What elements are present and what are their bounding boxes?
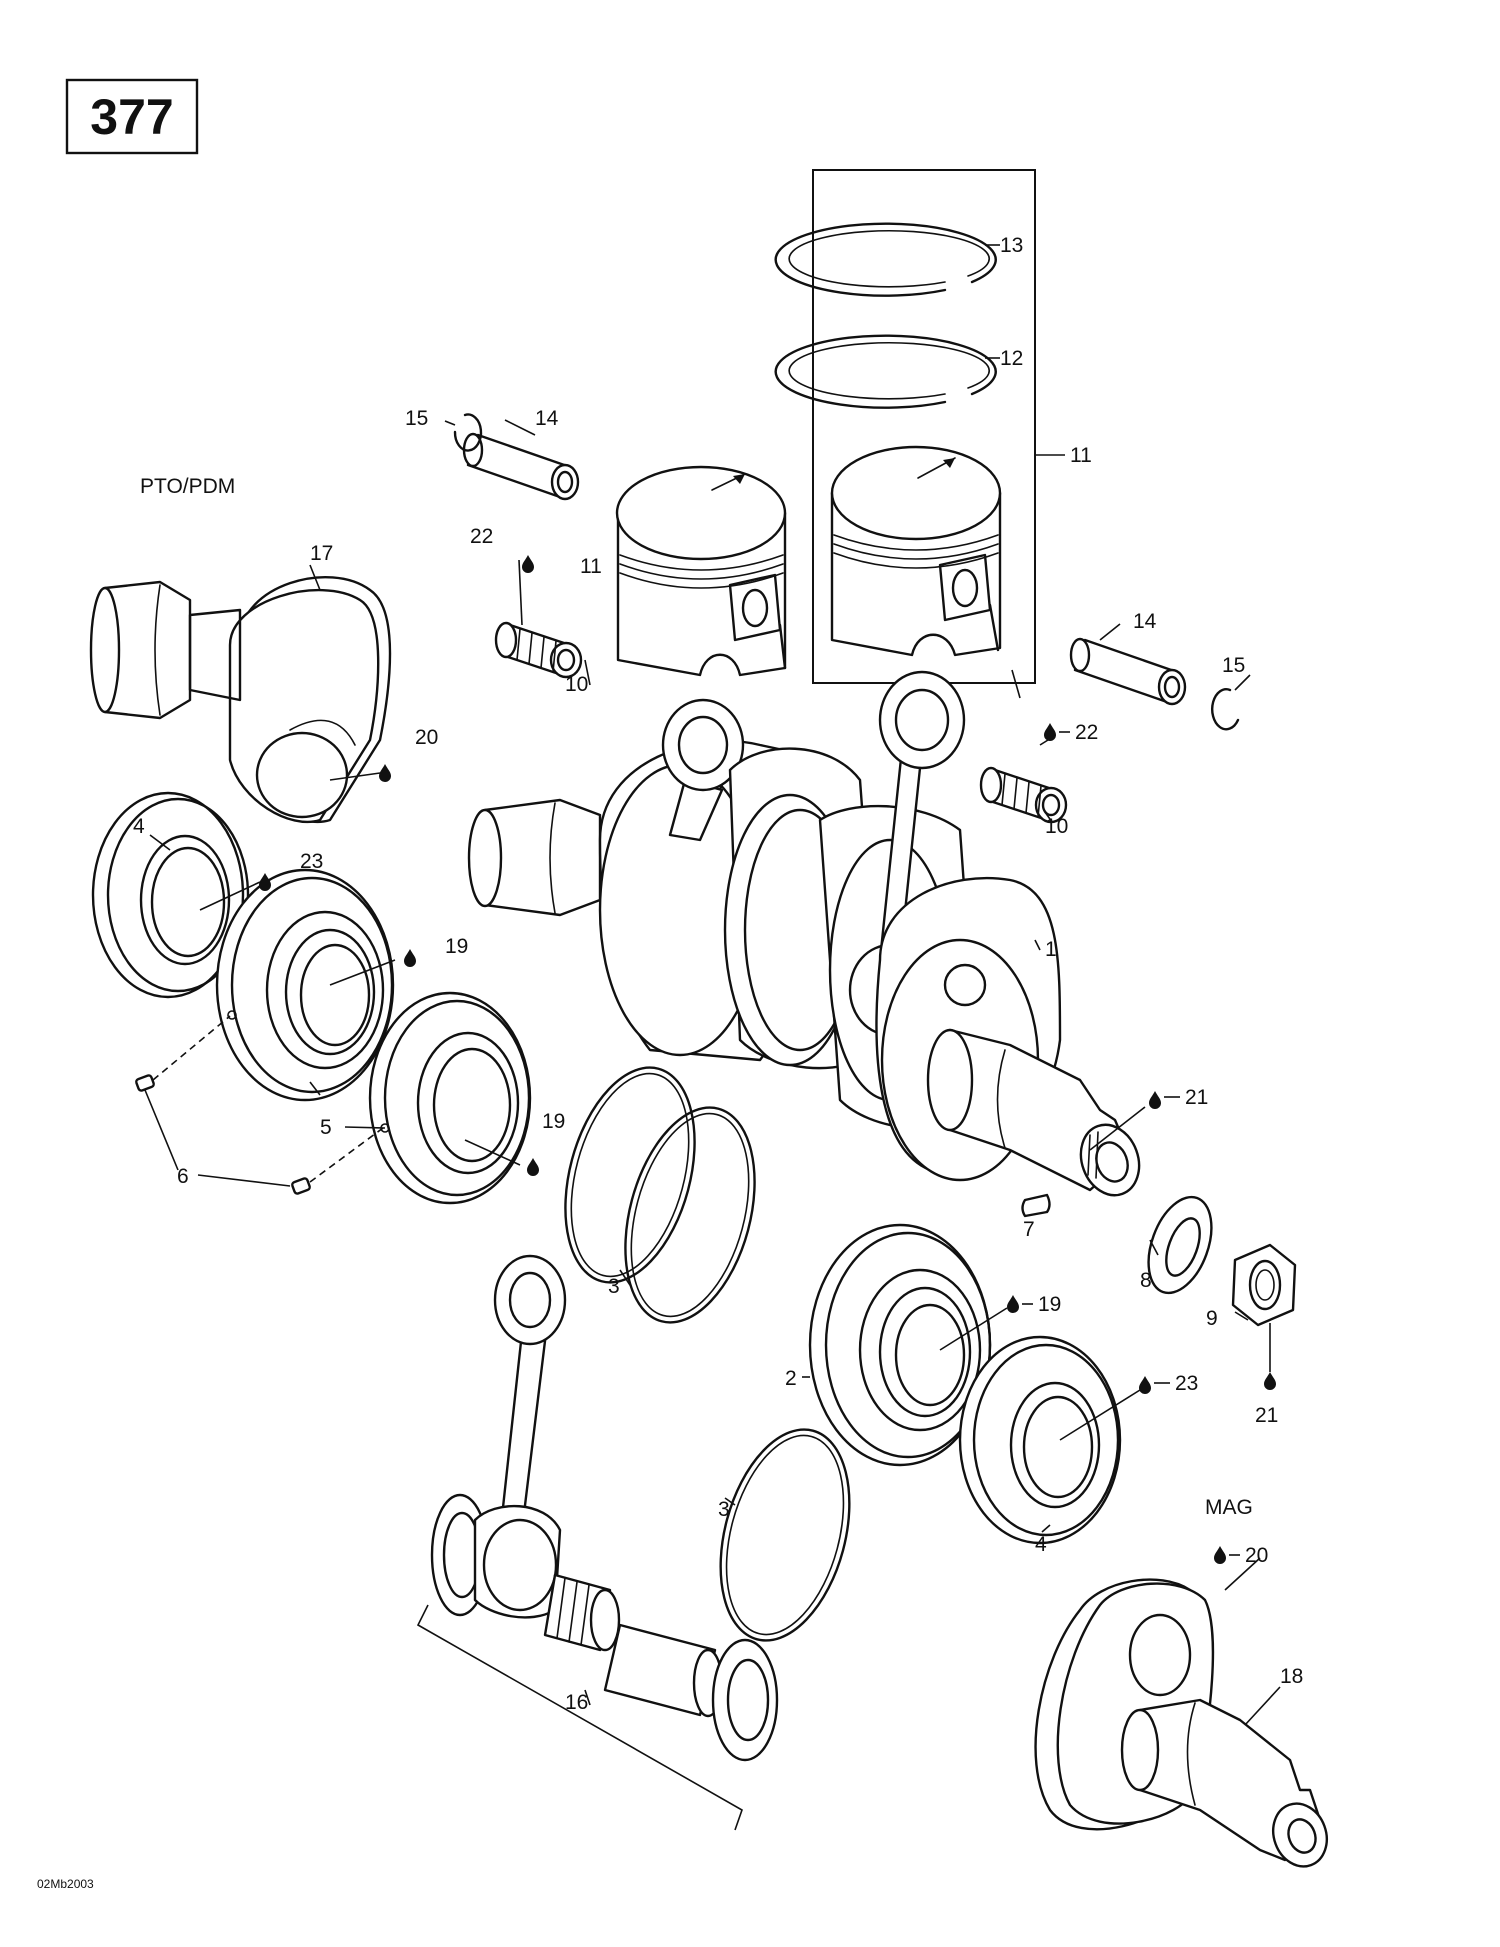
callout-10: 10	[1045, 815, 1068, 838]
callout-18: 18	[1280, 1665, 1303, 1688]
callout-1: 1	[1045, 938, 1057, 961]
piston-pin-right	[1069, 637, 1187, 706]
leader-lines	[144, 419, 1281, 1726]
section-label-mag: MAG	[1205, 1496, 1253, 1519]
callout-4: 4	[133, 815, 145, 838]
callout-19: 19	[1038, 1293, 1061, 1316]
callout-22: 22	[1075, 721, 1098, 744]
callout-14: 14	[1133, 610, 1157, 633]
woodruff-key	[1021, 1193, 1051, 1218]
callout-dashes	[1022, 731, 1240, 1556]
dowel-pin-upper	[135, 1074, 155, 1092]
ball-bearing-center	[368, 991, 532, 1205]
diagram-number-box: 377	[65, 78, 199, 155]
piston-in-kit	[830, 445, 1002, 657]
callout-17: 17	[310, 542, 333, 565]
lock-washer	[1147, 1195, 1213, 1295]
callout-16: 16	[565, 1691, 588, 1714]
section-label-pto: PTO/PDM	[140, 475, 235, 498]
piston-pin-left	[462, 432, 580, 501]
callout-21: 21	[1185, 1086, 1208, 1109]
pto-crank-half	[89, 576, 392, 824]
piston	[615, 465, 787, 677]
callout-9: 9	[1206, 1307, 1218, 1330]
oil-drop-icon	[1044, 723, 1056, 741]
callout-10: 10	[565, 673, 588, 696]
diagram-number: 377	[90, 89, 173, 145]
callout-15: 15	[405, 407, 428, 430]
oil-drop-icon	[1149, 1091, 1161, 1109]
callout-4: 4	[1035, 1533, 1047, 1556]
callout-23: 23	[300, 850, 323, 873]
oil-drop-icon	[404, 949, 416, 967]
dowel-pin-lower	[291, 1177, 311, 1195]
callout-22: 22	[470, 525, 493, 548]
mag-crank-half	[1034, 1578, 1328, 1868]
circlip-right	[1210, 688, 1240, 731]
o-ring-lower	[719, 1428, 851, 1642]
oil-drop-icon	[259, 873, 271, 891]
callout-20: 20	[415, 726, 438, 749]
dowel-pin-guide-upper	[152, 1015, 231, 1081]
oil-drop-icon	[1214, 1546, 1226, 1564]
needle-bearing-right	[979, 766, 1068, 824]
needle-bearing-left	[494, 621, 583, 679]
dowel-pin-guide-lower	[309, 1127, 384, 1183]
callout-19: 19	[445, 935, 468, 958]
crankshaft-nut	[1231, 1243, 1297, 1327]
callout-11: 11	[1070, 444, 1092, 467]
callout-14: 14	[535, 407, 559, 430]
callout-3: 3	[608, 1275, 620, 1298]
o-rings-upper	[564, 1066, 756, 1324]
callout-2: 2	[785, 1367, 797, 1390]
callout-20: 20	[1245, 1544, 1268, 1567]
ball-bearing-left	[215, 868, 395, 1102]
callout-12: 12	[1000, 347, 1023, 370]
oil-drop-icon	[1264, 1372, 1276, 1390]
circlip-left	[453, 413, 483, 452]
crankshaft-assembly	[467, 670, 1141, 1197]
oil-drop-icon	[527, 1158, 539, 1176]
callout-19: 19	[542, 1110, 565, 1133]
connecting-rod-kit	[416, 1254, 779, 1831]
callout-13: 13	[1000, 234, 1023, 257]
callout-23: 23	[1175, 1372, 1198, 1395]
figure-reference: 02Mb2003	[37, 1877, 94, 1891]
oil-drop-icon	[1139, 1376, 1151, 1394]
callout-6: 6	[177, 1165, 189, 1188]
callout-11: 11	[580, 555, 602, 578]
piston-ring-second	[774, 334, 1000, 409]
piston-ring-top	[774, 222, 1000, 297]
callout-8: 8	[1140, 1269, 1152, 1292]
oil-drop-icon	[522, 555, 534, 573]
callouts: 1 2 3 3 4 4 5 6 7 8 9 10 10 11 11 12 13 …	[133, 234, 1303, 1714]
oil-drop-icon	[1007, 1295, 1019, 1313]
callout-21: 21	[1255, 1404, 1278, 1427]
oil-drop-icon	[379, 764, 391, 782]
callout-3: 3	[718, 1498, 730, 1521]
callout-15: 15	[1222, 654, 1245, 677]
callout-7: 7	[1023, 1218, 1035, 1241]
oil-seal-left	[91, 791, 250, 999]
callout-5: 5	[320, 1116, 332, 1139]
ball-bearing-mag	[808, 1223, 992, 1467]
oil-seal-mag	[958, 1335, 1122, 1545]
